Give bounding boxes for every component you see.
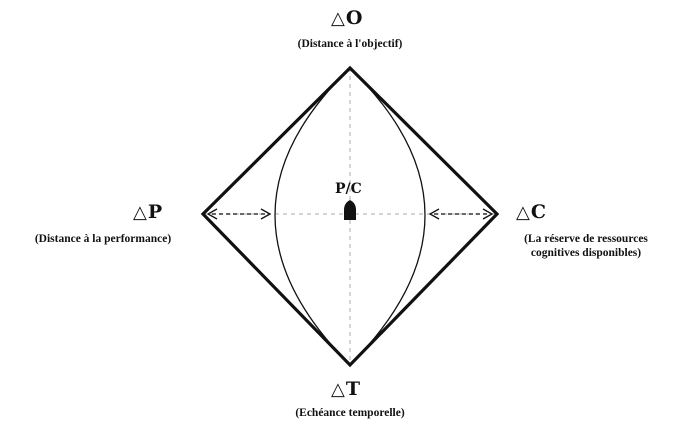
- lens-right-arc: [349, 67, 426, 366]
- triangle-icon: △: [133, 202, 147, 223]
- node-bottom-label: (Echéance temporelle): [295, 407, 405, 419]
- node-left-title: △P: [133, 203, 162, 222]
- node-bottom-title: △T: [331, 380, 360, 399]
- node-right-letter: C: [530, 201, 546, 223]
- node-top-title: △O: [331, 9, 362, 28]
- node-right-label-line2: cognitives disponibles): [530, 247, 642, 259]
- right-double-arrow: [428, 208, 494, 220]
- node-right-label-line1: (La réserve de ressources: [524, 233, 648, 245]
- node-right-title: △C: [516, 203, 546, 222]
- triangle-icon: △: [516, 202, 530, 223]
- node-top-label: (Distance à l'objectif): [297, 38, 403, 50]
- center-marker-icon: [344, 200, 356, 220]
- node-top-letter: O: [345, 7, 363, 29]
- node-left-letter: P: [147, 201, 163, 223]
- outer-diamond: [200, 65, 500, 368]
- node-bottom-letter: T: [345, 378, 360, 400]
- node-right-label: (La réserve de ressources cognitives dis…: [502, 232, 670, 260]
- lens-left-arc: [274, 67, 351, 366]
- triangle-icon: △: [331, 8, 345, 29]
- center-label: P/C: [335, 181, 362, 197]
- triangle-icon: △: [331, 379, 345, 400]
- node-left-label: (Distance à la performance): [34, 233, 172, 245]
- left-double-arrow: [206, 208, 272, 220]
